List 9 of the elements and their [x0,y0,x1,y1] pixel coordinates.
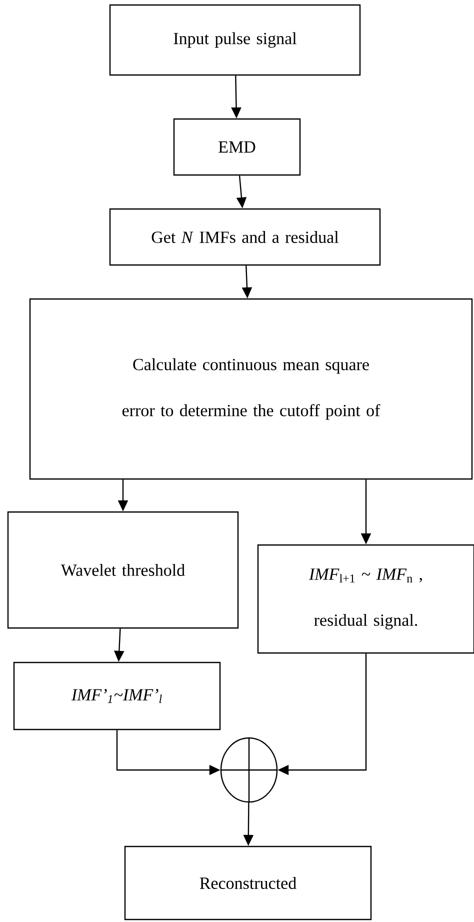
process-box: Reconstructed [124,846,372,920]
process-box: IMF$_{l+1}$ ~ IMF$_{n}$ , residual signal. [257,544,474,654]
summing-junction [220,737,278,803]
process-box: Get N IMFs and a residual [109,208,381,266]
process-box: Wavelet threshold [7,511,239,629]
process-box: EMD [173,118,301,176]
process-box: IMF’$_{1}$~IMF’$_{l}$ [13,662,221,730]
process-box: Input pulse signal [109,4,361,76]
process-box: Calculate continuous mean square error to determine the cutoff point of [29,298,473,480]
